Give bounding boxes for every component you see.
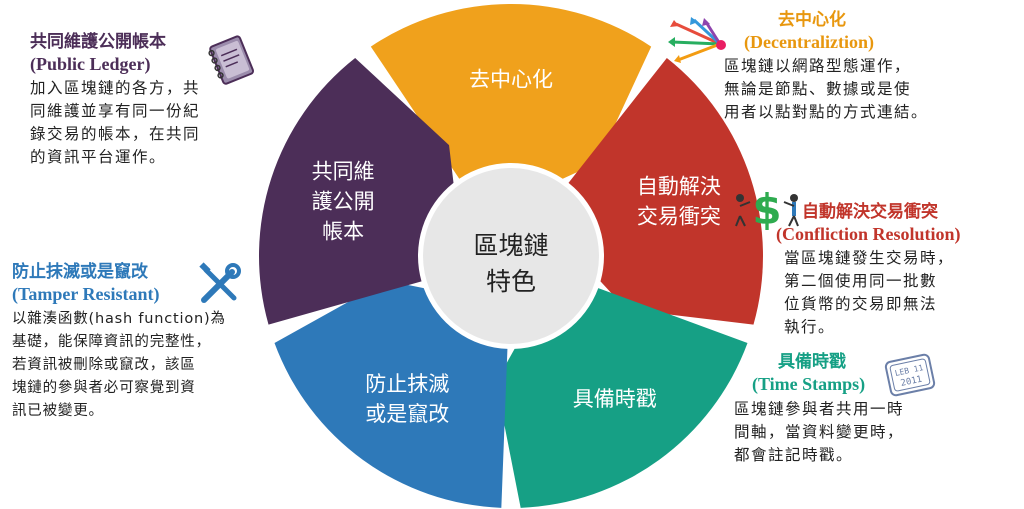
note-line: 塊鏈的參與者必可察覺到資 <box>12 380 196 396</box>
note-line: 加入區塊鏈的各方，共 <box>30 79 201 97</box>
note-body: 以雜湊函數(hash function)為 基礎，能保障資訊的完整性， 若資訊被… <box>12 308 272 423</box>
segment-timestamp <box>495 288 748 508</box>
note-line: 訊已被變更。 <box>12 403 104 419</box>
note-subtitle: (Time Stamps) <box>752 374 866 394</box>
note-conflict-resolution: 自動解決交易衝突 (Confliction Resolution) 當區塊鏈發生… <box>776 202 1016 339</box>
segment-tamper <box>274 280 508 508</box>
note-line: 用者以點對點的方式連結。 <box>724 103 929 121</box>
segment-label-ledger: 帳本 <box>322 219 364 243</box>
note-line: 基礎，能保障資訊的完整性， <box>12 334 211 350</box>
segment-conflict <box>568 57 763 325</box>
note-line: 錄交易的帳本，在共同 <box>30 125 201 143</box>
note-title: 具備時戳 <box>778 352 846 372</box>
note-line: 第二個使用同一批數 <box>784 272 938 290</box>
segment-label-tamper: 防止抹滅 <box>365 372 449 396</box>
note-body: 當區塊鏈發生交易時， 第二個使用同一批數 位貨幣的交易即無法 執行。 <box>784 247 1016 339</box>
note-body: 區塊鏈參與者共用一時 間軸，當資料變更時， 都會註記時戳。 <box>734 398 934 467</box>
note-title: 去中心化 <box>778 10 846 30</box>
tools-icon <box>199 262 241 303</box>
note-line: 都會註記時戳。 <box>734 446 854 464</box>
segment-label-decentralization: 去中心化 <box>469 68 553 92</box>
segment-label-tamper: 或是竄改 <box>365 402 449 426</box>
note-subtitle: (Tamper Resistant) <box>12 284 160 304</box>
note-subtitle: (Public Ledger) <box>30 54 151 74</box>
note-line: 區塊鏈參與者共用一時 <box>734 400 905 418</box>
note-line: 位貨幣的交易即無法 <box>784 295 938 313</box>
note-time-stamps: 具備時戳 (Time Stamps) 區塊鏈參與者共用一時 間軸，當資料變更時，… <box>734 352 934 467</box>
note-subtitle: (Decentraliztion) <box>744 32 874 52</box>
segment-label-conflict: 交易衝突 <box>637 204 721 228</box>
segment-ledger <box>259 57 454 325</box>
dollar-people-icon: $ <box>735 186 799 230</box>
note-line: 當區塊鏈發生交易時， <box>784 249 955 267</box>
center-label-line1: 區塊鏈 <box>473 231 548 260</box>
arrows-icon <box>668 17 726 63</box>
note-body: 加入區塊鏈的各方，共 同維護並享有同一份紀 錄交易的帳本，在共同 的資訊平台運作… <box>30 77 255 169</box>
stamp-icon: LEB 11 2011 <box>884 353 936 397</box>
note-subtitle: (Confliction Resolution) <box>776 224 961 244</box>
note-line: 以雜湊函數(hash function)為 <box>12 311 226 327</box>
note-public-ledger: 共同維護公開帳本 (Public Ledger) 加入區塊鏈的各方，共 同維護並… <box>30 32 255 169</box>
center-label-line2: 特色 <box>486 267 536 296</box>
stamp-text-line2: 2011 <box>900 375 923 389</box>
note-line: 若資訊被刪除或竄改，該區 <box>12 357 196 373</box>
svg-text:$: $ <box>752 186 781 230</box>
segment-label-ledger: 護公開 <box>312 189 375 213</box>
note-line: 同維護並享有同一份紀 <box>30 102 201 120</box>
note-line: 的資訊平台運作。 <box>30 148 167 166</box>
notebook-icon <box>208 35 255 85</box>
note-line: 間軸，當資料變更時， <box>734 423 905 441</box>
segment-decentralization <box>370 3 652 179</box>
segment-label-conflict: 自動解決 <box>637 174 721 198</box>
center-disc <box>423 168 599 344</box>
segment-label-ledger: 共同維 <box>312 159 375 183</box>
note-title: 自動解決交易衝突 <box>802 202 938 222</box>
note-line: 執行。 <box>784 318 836 336</box>
note-title: 共同維護公開帳本 <box>30 32 166 52</box>
note-tamper-resistant: 防止抹滅或是竄改 (Tamper Resistant) 以雜湊函數(hash f… <box>12 262 272 423</box>
note-body: 區塊鏈以網路型態運作， 無論是節點、數據或是使 用者以點對點的方式連結。 <box>724 55 984 124</box>
note-decentralization: 去中心化 (Decentraliztion) 區塊鏈以網路型態運作， 無論是節點… <box>724 10 984 124</box>
note-line: 無論是節點、數據或是使 <box>724 80 912 98</box>
note-line: 區塊鏈以網路型態運作， <box>724 57 912 75</box>
note-title: 防止抹滅或是竄改 <box>12 262 148 282</box>
segment-label-timestamp: 具備時戳 <box>573 387 657 411</box>
